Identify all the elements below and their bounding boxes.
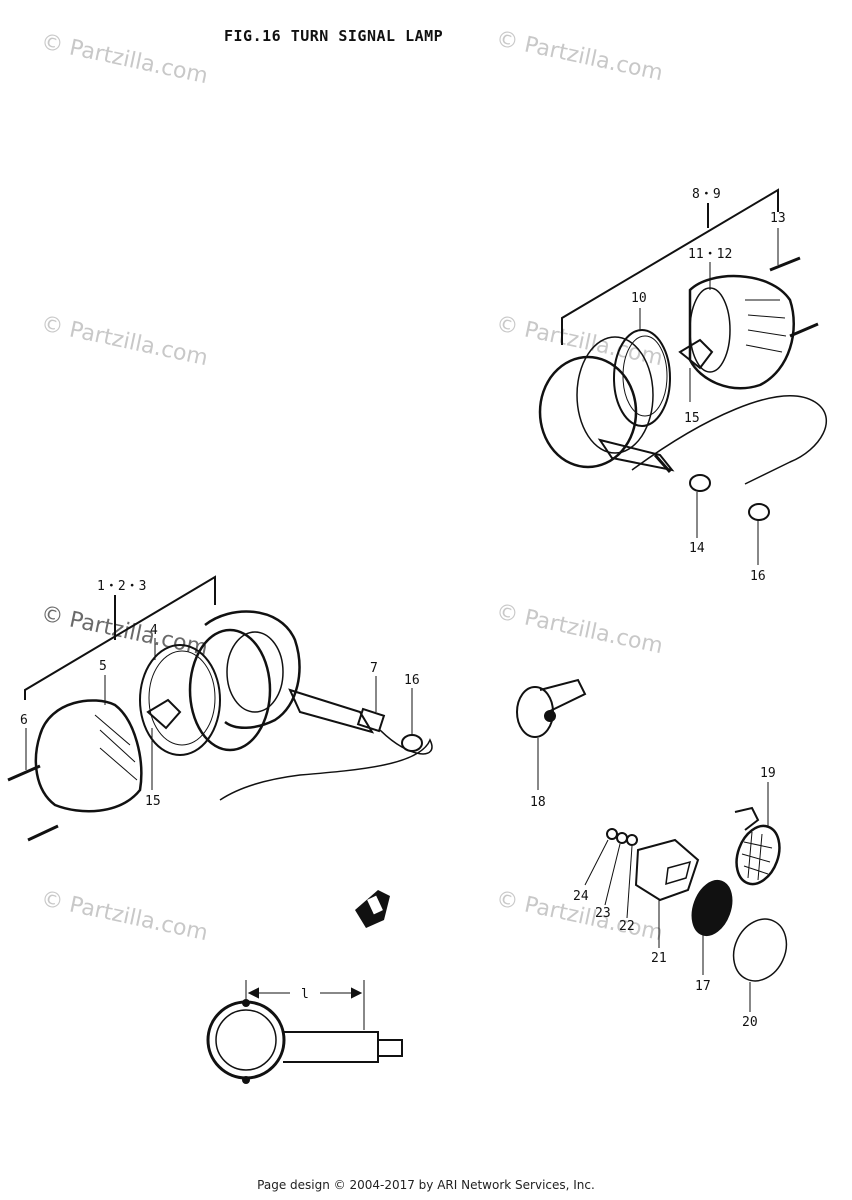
callout-labels: 8・9 13 11・12 10 15 14 16 1・2・3 4 5 6 7 1… [20,187,786,1030]
callout-22: 22 [619,919,635,934]
callout-14: 14 [689,541,705,556]
watermark: © Partzilla.com [494,26,665,86]
callout-7: 7 [370,661,378,676]
clip-slot [665,860,692,886]
stem-part [288,688,375,734]
watermark: © Partzilla.com [39,29,210,89]
bulb-part [146,698,182,730]
callout-24: 24 [573,889,589,904]
detail-hole [242,999,250,1007]
callout-13: 13 [770,211,786,226]
detail-hole [242,1076,250,1084]
leader-24 [584,839,609,886]
washer-part [748,503,770,521]
screw-part [769,256,801,272]
detail-ring-outer [206,1000,286,1080]
reflector-housing-grille [735,824,781,886]
housing-opening [689,287,731,373]
clip-part [634,838,700,902]
nut-part [606,828,618,840]
reflector-part [188,628,272,752]
callout-6: 6 [20,713,28,728]
lens-rim [576,336,654,454]
callout-23: 23 [595,906,611,921]
callout-16: 16 [750,569,766,584]
dimension-label: l [301,987,309,1002]
callout-15: 15 [684,411,700,426]
bracket-arm [539,678,587,713]
leader-23 [604,843,621,906]
screw-part [27,824,59,842]
leader-22 [626,845,633,919]
housing-hatching [745,299,787,353]
callout-5: 5 [99,659,107,674]
watermark: © Partzilla.com [494,599,665,659]
callout-20: 20 [742,1015,758,1030]
bulb-part [678,338,714,370]
nut-part [689,474,711,492]
copyright-footer: Page design © 2004-2017 by ARI Network S… [257,1178,595,1192]
bracket-8-9 [561,188,779,345]
screw-part [789,322,819,338]
detail-thread [377,1039,403,1057]
left-lamp-assembly [7,575,433,842]
screw-part [7,764,41,782]
reflector-part [732,918,788,982]
wire-part [219,729,433,801]
upper-right-lamp-assembly [538,188,828,565]
lens-hatching [94,714,138,781]
gasket-part [613,329,671,427]
watermark-layer: © Partzilla.com © Partzilla.com © Partzi… [39,26,665,946]
housing-inner [226,631,284,713]
watermark: © Partzilla.com [494,311,665,371]
detail-ring-inner [215,1009,277,1071]
bolt-part [544,710,556,722]
callout-4: 4 [150,623,158,638]
gasket-inner [622,335,668,417]
stem-dimension-detail [206,980,403,1084]
callout-8-9: 8・9 [692,187,721,202]
washer-part [616,832,628,844]
housing-part [204,610,301,729]
figure-title: FIG.16 TURN SIGNAL LAMP [224,27,444,45]
grille-lines [741,831,773,881]
bracket-18-assembly [516,678,587,790]
bracket-1-2-3 [24,575,216,700]
callout-16: 16 [404,673,420,688]
callout-11-12: 11・12 [688,247,732,262]
front-arrow-icon [355,890,390,928]
gasket-inner [148,650,216,746]
dimension-arrow [247,987,259,999]
callout-19: 19 [760,766,776,781]
watermark: © Partzilla.com [39,311,210,371]
housing-part [688,274,795,390]
gasket-part [139,644,221,756]
reflector-housing-part [734,806,760,831]
stem-thread [653,454,672,473]
reflector-assembly [584,782,788,1012]
stem-part [597,438,675,472]
watermark: © Partzilla.com [39,886,210,946]
lens-part [34,699,143,813]
stem-thread [356,707,386,733]
washer-part [626,834,638,846]
callout-21: 21 [651,951,667,966]
detail-stem [283,1031,379,1063]
dimension-arrow [351,987,363,999]
wire-part [631,395,828,485]
callout-1-2-3: 1・2・3 [97,579,146,594]
reflector-lens-part [691,879,733,937]
callout-18: 18 [530,795,546,810]
callout-17: 17 [695,979,711,994]
callout-15: 15 [145,794,161,809]
callout-10: 10 [631,291,647,306]
